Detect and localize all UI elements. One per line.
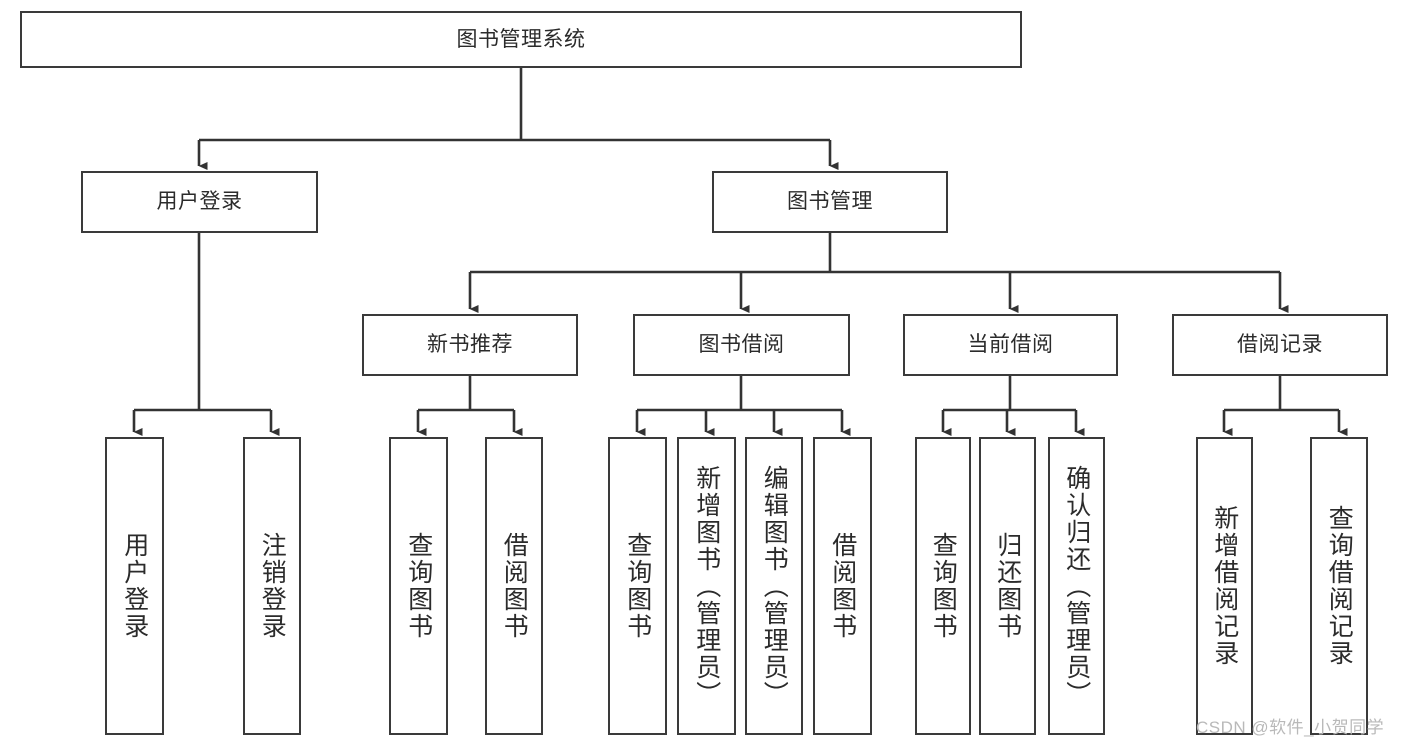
leaf-node-leaf_logout[interactable]: 注销登录 (243, 437, 301, 735)
leaf-node-leaf_query_book_cur[interactable]: 查询图书 (915, 437, 971, 735)
node-label: 查询借阅记录 (1325, 505, 1354, 667)
node-label: 图书管理 (787, 190, 873, 214)
leaf-node-leaf_query_book_borrow[interactable]: 查询图书 (608, 437, 667, 735)
level2-node-current_borrow[interactable]: 当前借阅 (903, 314, 1118, 376)
node-label: 查询图书 (623, 532, 652, 640)
node-label: 当前借阅 (967, 333, 1054, 357)
leaf-node-leaf_add_record[interactable]: 新增借阅记录 (1196, 437, 1253, 735)
node-label: 编辑图书（管理员） (760, 464, 789, 708)
node-label: 用户登录 (156, 190, 243, 214)
leaf-node-leaf_borrow_book_rec[interactable]: 借阅图书 (485, 437, 543, 735)
leaf-node-leaf_query_book_rec[interactable]: 查询图书 (389, 437, 448, 735)
root-node-root[interactable]: 图书管理系统 (20, 11, 1022, 68)
level2-node-book_borrow[interactable]: 图书借阅 (633, 314, 850, 376)
level1-node-user_login[interactable]: 用户登录 (81, 171, 318, 233)
leaf-node-leaf_user_login[interactable]: 用户登录 (105, 437, 164, 735)
node-label: 查询图书 (929, 532, 958, 640)
node-label: 借阅记录 (1237, 333, 1323, 357)
level1-node-book_mgmt[interactable]: 图书管理 (712, 171, 948, 233)
leaf-node-leaf_return_book[interactable]: 归还图书 (979, 437, 1036, 735)
leaf-node-leaf_add_book[interactable]: 新增图书（管理员） (677, 437, 736, 735)
node-label: 新增借阅记录 (1210, 505, 1239, 667)
node-label: 借阅图书 (500, 532, 529, 640)
node-label: 新书推荐 (427, 333, 513, 357)
leaf-node-leaf_borrow_book[interactable]: 借阅图书 (813, 437, 872, 735)
node-label: 归还图书 (993, 532, 1022, 640)
level2-node-new_book_rec[interactable]: 新书推荐 (362, 314, 578, 376)
node-label: 用户登录 (120, 532, 149, 640)
node-label: 新增图书（管理员） (692, 464, 721, 708)
level2-node-borrow_record[interactable]: 借阅记录 (1172, 314, 1388, 376)
node-label: 图书管理系统 (456, 27, 586, 51)
leaf-node-leaf_confirm_return[interactable]: 确认归还（管理员） (1048, 437, 1105, 735)
leaf-node-leaf_edit_book[interactable]: 编辑图书（管理员） (745, 437, 803, 735)
node-label: 查询图书 (404, 532, 433, 640)
node-label: 借阅图书 (828, 532, 857, 640)
node-label: 图书借阅 (698, 333, 785, 357)
csdn-watermark: CSDN @软件_小贺同学 (1196, 718, 1385, 737)
node-label: 注销登录 (258, 532, 287, 640)
node-label: 确认归还（管理员） (1062, 464, 1091, 708)
leaf-node-leaf_query_record[interactable]: 查询借阅记录 (1310, 437, 1368, 735)
